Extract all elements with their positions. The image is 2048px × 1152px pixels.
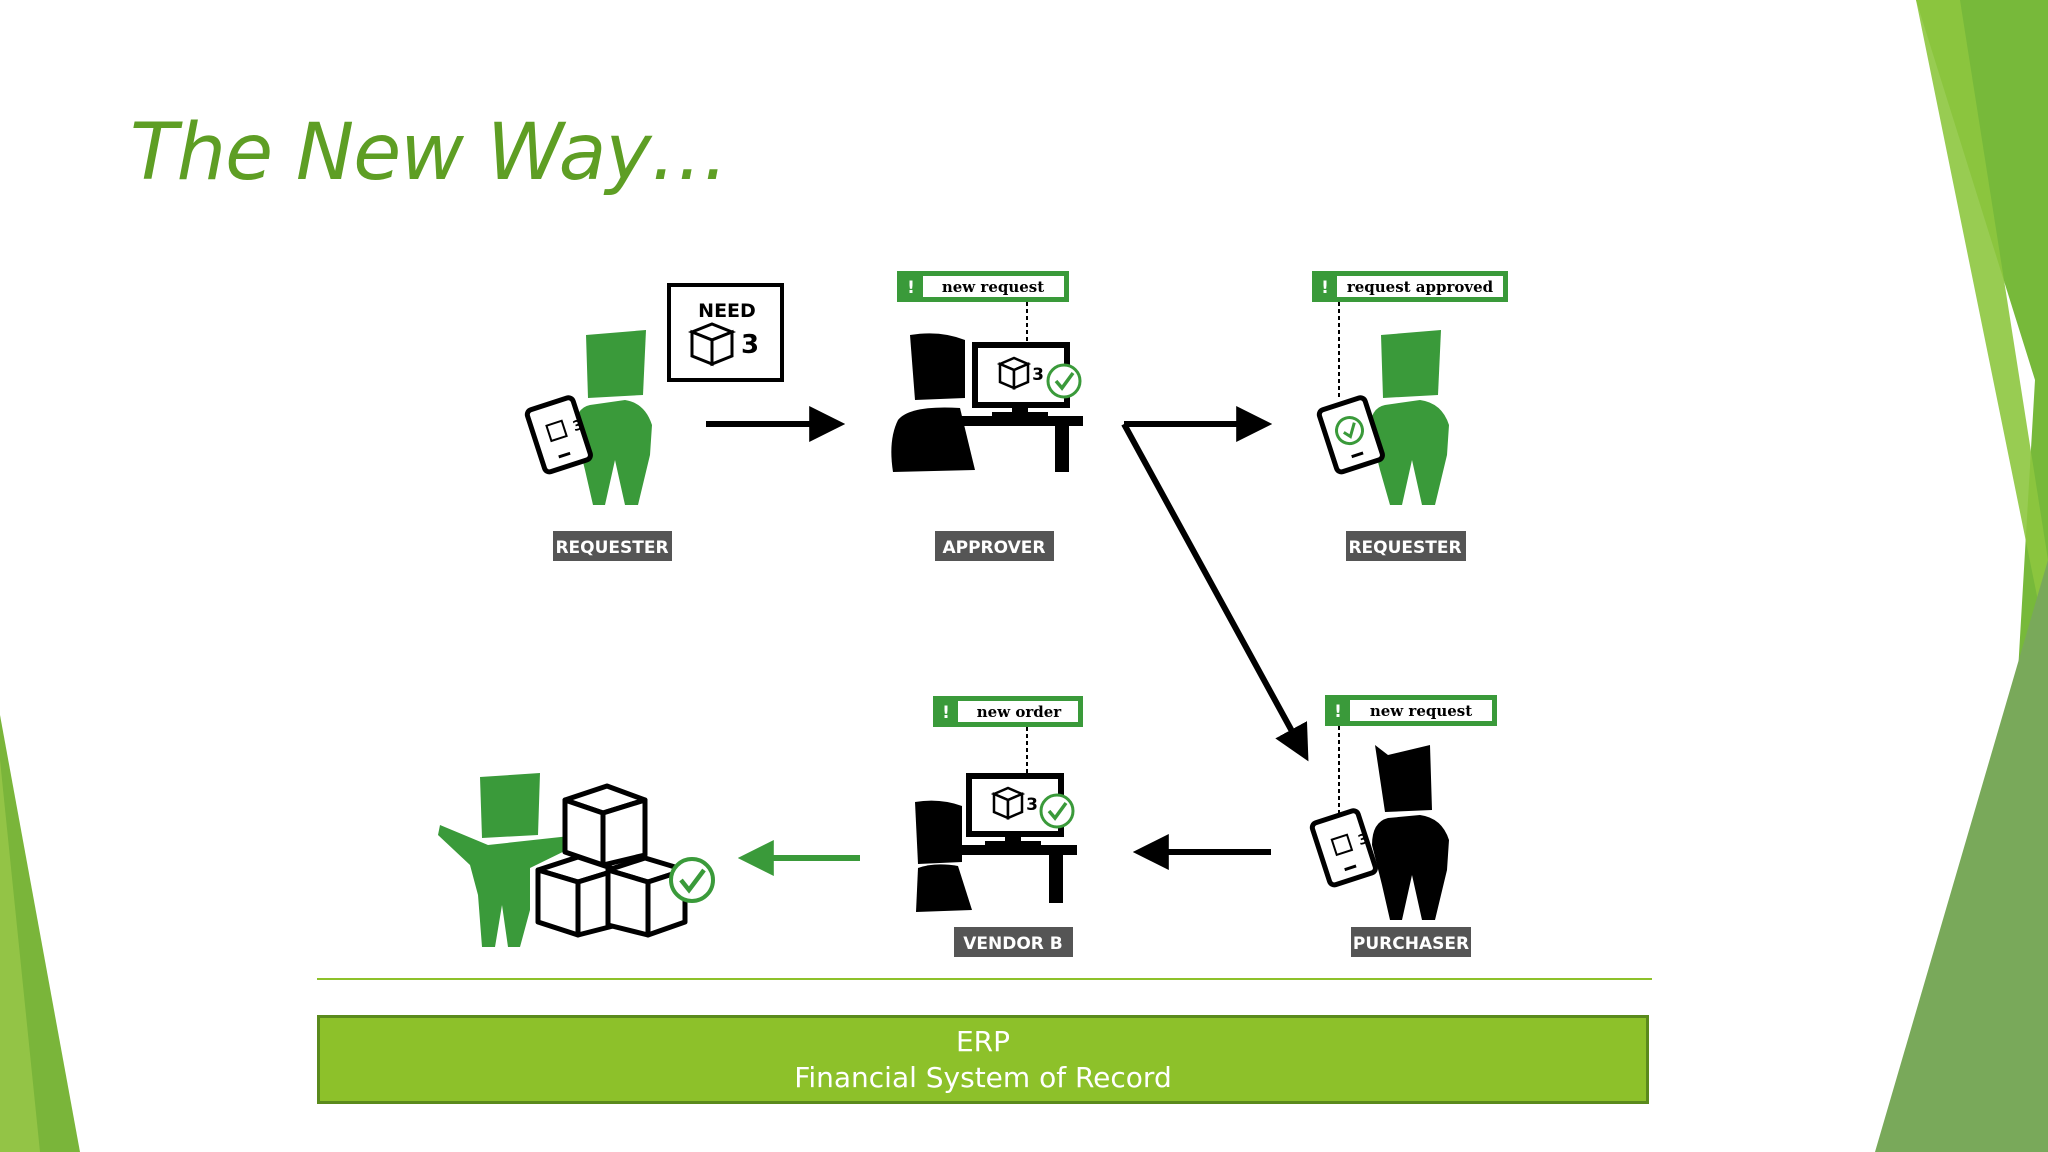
requester-notification: ! request approved	[1312, 271, 1508, 400]
tablet-qty: 3	[571, 417, 585, 435]
slide-title: The New Way…	[130, 108, 729, 198]
notification-mark: !	[907, 278, 915, 298]
erp-subtitle: Financial System of Record	[794, 1060, 1172, 1094]
svg-text:VENDOR B: VENDOR B	[963, 934, 1063, 954]
svg-text:PURCHASER: PURCHASER	[1353, 934, 1469, 954]
svg-text:REQUESTER: REQUESTER	[1348, 538, 1461, 558]
node-label-purchaser: PURCHASER	[1351, 927, 1471, 957]
notification-text: new request	[942, 278, 1044, 296]
approver-figure: 3	[891, 333, 1083, 472]
node-label-vendor-b: VENDOR B	[954, 927, 1073, 957]
person-icon	[1370, 330, 1449, 505]
box-icon	[1330, 833, 1354, 857]
erp-box: ERP Financial System of Record	[317, 1015, 1649, 1104]
arrow-icon	[1121, 422, 1309, 762]
notification-text: new request	[1370, 702, 1472, 720]
check-icon	[1039, 793, 1075, 829]
notification-text: new order	[977, 703, 1063, 721]
need-card: NEED 3	[667, 283, 784, 382]
vendor-figure: 3	[915, 773, 1077, 912]
decor-left	[0, 640, 80, 1152]
check-icon	[669, 857, 715, 903]
person-icon	[438, 773, 575, 947]
purchaser-notification: ! new request	[1325, 695, 1497, 815]
requester-figure-2	[1316, 330, 1449, 505]
notification-mark: !	[1334, 702, 1342, 722]
need-heading: NEED	[698, 300, 756, 322]
box-icon	[545, 419, 568, 443]
computer-desk-icon: 3	[955, 773, 1077, 903]
person-icon	[575, 330, 652, 505]
vendor-notification: ! new order	[933, 696, 1083, 775]
box-icon	[996, 356, 1032, 390]
approver-notification: ! new request	[897, 271, 1069, 348]
screen-qty: 3	[1032, 365, 1044, 385]
node-label-requester-2: REQUESTER	[1346, 531, 1466, 561]
notification-mark: !	[942, 703, 950, 723]
need-qty: 3	[741, 330, 759, 360]
boxes-icon	[535, 783, 688, 938]
tablet-icon: 3	[524, 395, 593, 475]
receiver-figure	[438, 773, 715, 947]
notification-text: request approved	[1347, 278, 1494, 296]
person-icon	[915, 800, 962, 864]
check-icon	[1046, 363, 1082, 399]
purchaser-figure: 3	[1309, 745, 1449, 920]
person-icon	[910, 333, 965, 400]
decor-right	[1875, 0, 2048, 1152]
erp-title: ERP	[955, 1024, 1011, 1058]
svg-text:REQUESTER: REQUESTER	[555, 538, 668, 558]
tablet-icon	[1316, 395, 1385, 475]
node-label-requester-1: REQUESTER	[553, 531, 672, 561]
tablet-icon: 3	[1309, 808, 1378, 888]
notification-mark: !	[1321, 278, 1329, 298]
box-icon	[687, 322, 737, 367]
check-icon	[1335, 416, 1365, 446]
node-label-approver: APPROVER	[935, 531, 1054, 561]
requester-figure-1: 3	[524, 330, 652, 505]
tablet-qty: 3	[1356, 831, 1370, 849]
svg-text:APPROVER: APPROVER	[942, 538, 1045, 558]
box-icon	[990, 786, 1026, 820]
person-icon	[1372, 745, 1449, 920]
screen-qty: 3	[1026, 795, 1038, 815]
